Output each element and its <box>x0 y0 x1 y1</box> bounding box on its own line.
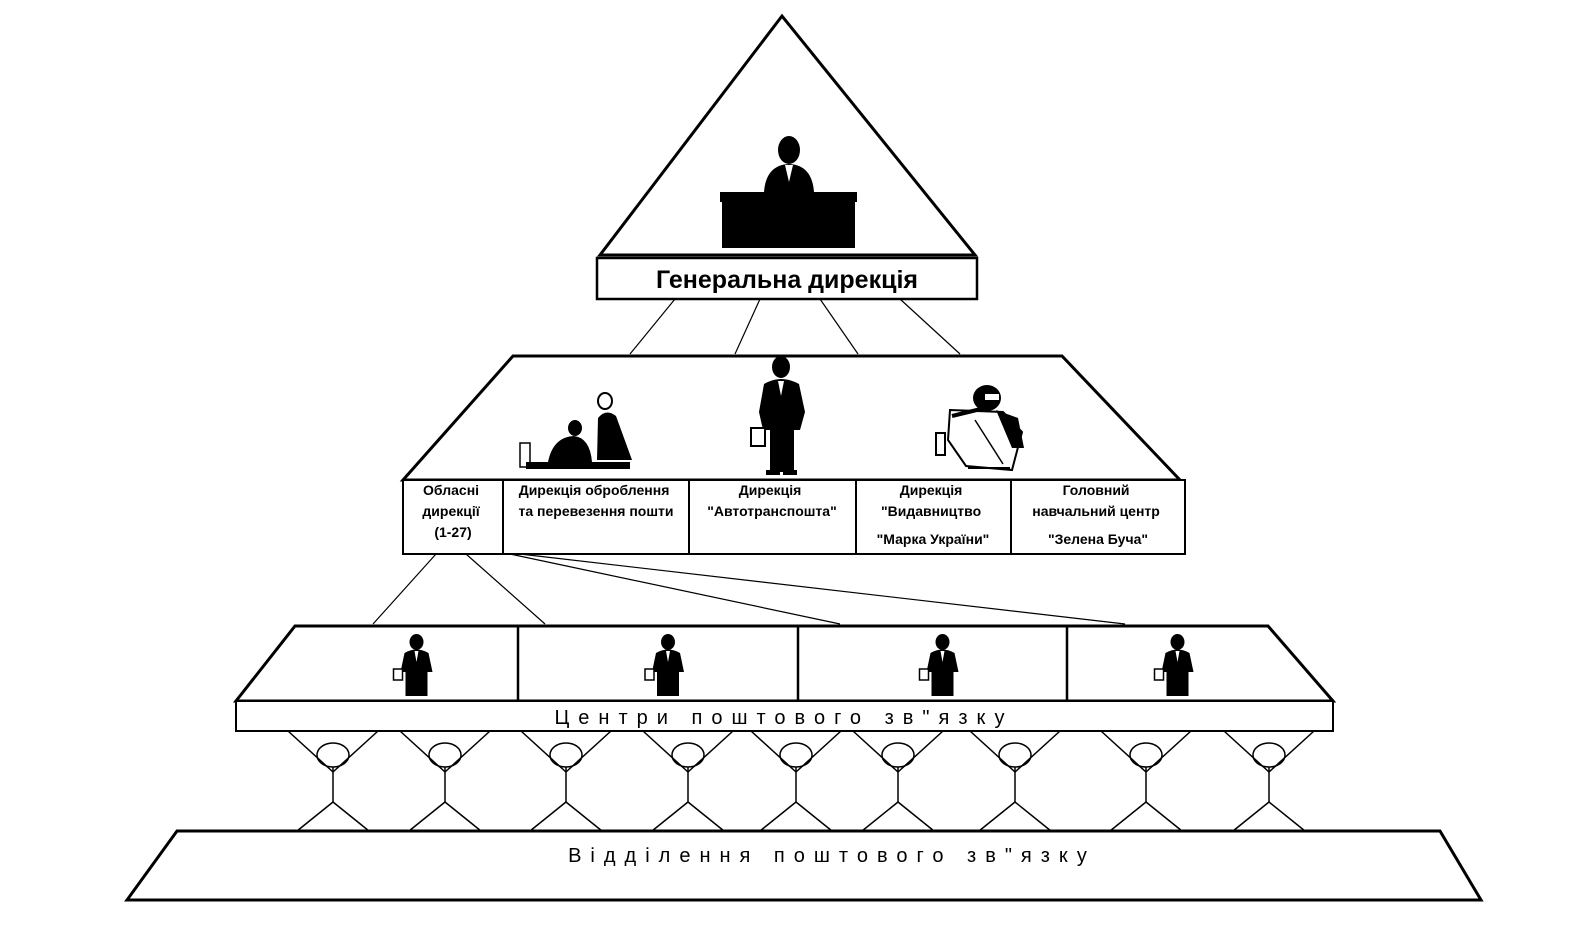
svg-text:Обласні дирекції: Обласні дирекції (1-27) <box>422 482 483 540</box>
postal-worker-figure <box>642 730 734 832</box>
centers-label: Центри поштового зв"язку <box>555 707 1014 729</box>
directorate-0-line-0: Обласні <box>423 482 479 498</box>
svg-text:Дирекція "Видавництво: Дирекція "Видавництво "Марка України" <box>877 482 990 547</box>
office-workers-icon <box>519 392 632 469</box>
center-manager-icon <box>1153 634 1194 696</box>
top-connectors <box>629 298 961 355</box>
postal-worker-figure <box>969 730 1061 832</box>
svg-text:Дирекція оброблення та: Дирекція оброблення та перевезення пошти <box>519 482 674 519</box>
directorate-0-line-2: (1-27) <box>434 524 471 540</box>
postal-worker-figure <box>287 730 379 832</box>
directorate-0-line-1: дирекції <box>422 503 480 519</box>
general-directorate-block: Генеральна дирекція <box>595 13 979 301</box>
centers-label-box <box>235 700 1334 732</box>
directorate-2-line-1: "Автотранспошта" <box>707 503 836 519</box>
directorate-4-line-1: навчальний центр <box>1032 503 1160 519</box>
businessman-with-briefcase-icon <box>750 356 805 475</box>
offices-trapezoid <box>124 829 1484 902</box>
svg-text:Дирекція "Автотранспош: Дирекція "Автотранспошта" <box>707 482 836 519</box>
postal-worker-figure <box>852 730 944 832</box>
center-manager-icon <box>392 634 433 696</box>
general-directorate-box <box>595 256 979 301</box>
directorate-cell-publishing <box>855 479 1012 555</box>
center-managers <box>392 634 1194 696</box>
directorate-4-line-0: Головний <box>1063 482 1130 498</box>
directorate-3-line-0: Дирекція <box>900 482 963 498</box>
center-manager-icon <box>644 634 684 696</box>
center-manager-icon <box>918 634 959 696</box>
svg-text:Головний навчальний це: Головний навчальний центр "Зелена Буча" <box>1032 482 1163 547</box>
directorate-4-line-2: "Зелена Буча" <box>1048 531 1148 547</box>
directorate-3-line-2: "Марка України" <box>877 531 990 547</box>
general-directorate-title: Генеральна дирекція <box>656 266 918 294</box>
directorate-2-line-0: Дирекція <box>739 482 802 498</box>
postal-worker-figure <box>1223 730 1315 832</box>
directorate-1-line-1: та перевезення пошти <box>519 503 674 519</box>
directorates-block: Обласні дирекції (1-27) Дирекція обробле… <box>399 354 1186 555</box>
top-triangle <box>596 13 979 257</box>
directorates-row: Обласні дирекції (1-27) Дирекція обробле… <box>402 479 1186 555</box>
directorate-cell-training <box>1010 479 1186 555</box>
offices-label: Відділення поштового зв"язку <box>568 845 1096 867</box>
postal-worker-figure <box>399 730 491 832</box>
directorate-cell-processing <box>502 479 690 555</box>
postal-worker-figure <box>520 730 612 832</box>
directorate-1-line-0: Дирекція оброблення <box>519 482 670 498</box>
postal-worker-figure <box>1100 730 1192 832</box>
centers-block: Центри поштового зв"язку <box>232 624 1337 732</box>
directorate-cell-autotransport <box>688 479 857 555</box>
directorate-cell-regional <box>402 479 504 555</box>
postal-workers-row <box>287 730 1315 832</box>
postal-worker-figure <box>750 730 842 832</box>
offices-block: Відділення поштового зв"язку <box>124 829 1484 902</box>
directorate-3-line-1: "Видавництво <box>881 503 981 519</box>
director-at-desk-icon <box>720 136 857 248</box>
publisher-worker-icon <box>935 385 1024 472</box>
middle-connectors <box>372 553 1126 625</box>
